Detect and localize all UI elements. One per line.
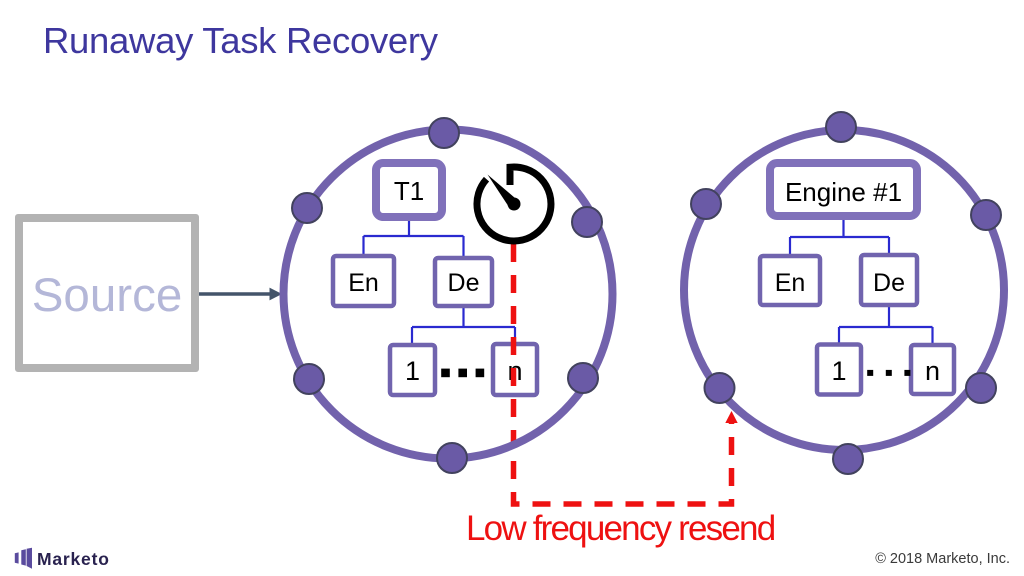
svg-text:1: 1: [405, 356, 420, 386]
svg-text:Engine #1: Engine #1: [785, 177, 902, 207]
svg-text:De: De: [448, 269, 480, 297]
svg-text:En: En: [348, 269, 379, 297]
svg-text:De: De: [873, 269, 905, 297]
svg-text:T1: T1: [394, 176, 424, 206]
svg-text:En: En: [775, 269, 806, 297]
svg-text:n: n: [925, 356, 940, 386]
svg-text:1: 1: [831, 356, 846, 386]
